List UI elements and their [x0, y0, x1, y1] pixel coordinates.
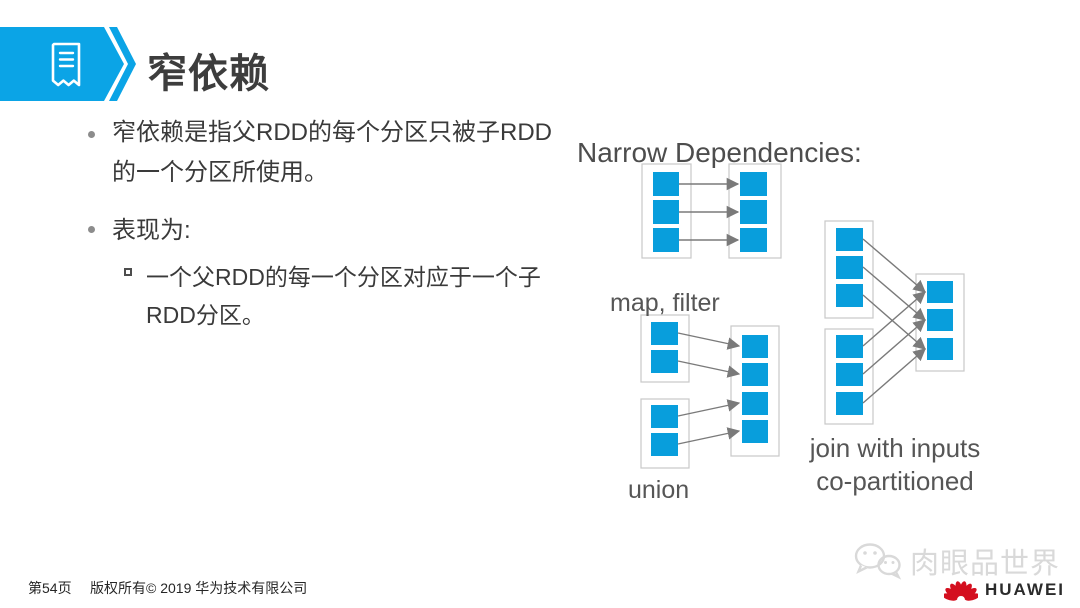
- sub-bullet-square: [124, 268, 132, 276]
- dependency-arrow: [862, 238, 926, 293]
- label-union: union: [628, 476, 690, 504]
- label-join-co-partitioned: join with inputs co-partitioned: [778, 432, 1012, 498]
- bullet-dot: [88, 226, 95, 233]
- partition-square: [927, 309, 953, 331]
- partition-square: [740, 172, 767, 196]
- partition-square: [836, 256, 863, 279]
- partition-square: [651, 350, 678, 373]
- dependency-arrow: [862, 266, 926, 321]
- partition-square: [836, 228, 863, 251]
- narrow-dependencies-diagram: [640, 163, 965, 469]
- partition-square: [653, 200, 679, 224]
- partition-square: [836, 363, 863, 386]
- dependency-arrow: [677, 332, 741, 350]
- dependency-arrow: [862, 348, 926, 404]
- partition-square: [836, 335, 863, 358]
- label-map-filter: map, filter: [610, 289, 720, 317]
- dependency-arrow: [862, 319, 926, 375]
- partition-square: [651, 433, 678, 456]
- huawei-wordmark: HUAWEI: [985, 580, 1065, 599]
- sub-bullet-item: 一个父RDD的每一个分区对应于一个子RDD分区。: [146, 264, 541, 328]
- partition-square: [836, 392, 863, 415]
- partition-square: [740, 200, 767, 224]
- figure-title: Narrow Dependencies:: [577, 137, 862, 168]
- dependency-arrow: [862, 294, 926, 350]
- watermark: 肉眼品世界: [852, 540, 1060, 582]
- partition-square: [653, 172, 679, 196]
- partition-square: [651, 405, 678, 428]
- partition-square: [927, 281, 953, 303]
- bullet-item-1: 窄依赖是指父RDD的每个分区只被子RDD的一个分区所使用。: [112, 119, 552, 186]
- bullet-dot: [88, 131, 95, 138]
- partition-square: [836, 284, 863, 307]
- partition-square: [740, 228, 767, 252]
- dependency-arrow: [677, 399, 741, 417]
- copyright-text: 版权所有© 2019 华为技术有限公司: [90, 580, 308, 596]
- partition-square: [742, 392, 768, 415]
- partition-square: [742, 363, 768, 386]
- page-title: 窄依赖: [147, 52, 270, 96]
- watermark-text: 肉眼品世界: [910, 548, 1061, 580]
- document-icon: [51, 42, 81, 87]
- title-banner: [0, 27, 124, 101]
- partition-square: [742, 420, 768, 443]
- partition-square: [742, 335, 768, 358]
- wechat-icon: [854, 543, 902, 580]
- partition-square: [927, 338, 953, 360]
- dependency-arrow: [862, 291, 926, 347]
- partition-square: [653, 228, 679, 252]
- huawei-logo: HUAWEI: [944, 575, 1065, 602]
- partition-square: [651, 322, 678, 345]
- page-number: 第54页: [28, 580, 72, 596]
- bullet-item-2: 表现为:: [112, 217, 191, 244]
- dependency-arrow: [677, 360, 741, 378]
- label-join-line2: co-partitioned: [816, 466, 974, 496]
- label-join-line1: join with inputs: [809, 433, 981, 463]
- huawei-flower-icon: [944, 581, 978, 601]
- dependency-arrow: [677, 427, 741, 445]
